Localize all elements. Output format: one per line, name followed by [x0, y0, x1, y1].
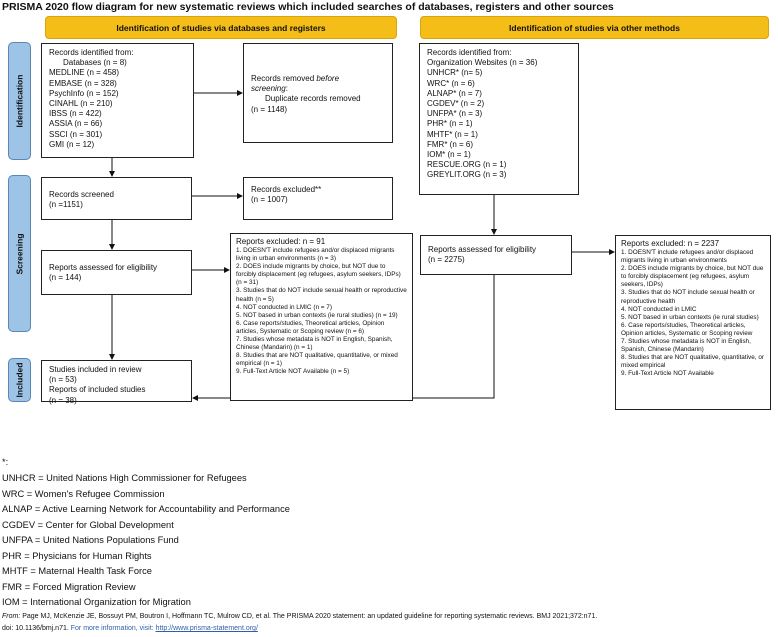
footnote-item: UNFPA = United Nations Populations Fund [2, 535, 179, 545]
duplicates-label: Duplicate records removed [265, 94, 361, 104]
exclusion-reason: 8. Studies that are NOT qualitative, qua… [236, 352, 398, 368]
box-reports-excluded-other: Reports excluded: n = 2237 1. DOESN'T in… [615, 235, 771, 410]
count: (n = 2275) [428, 255, 465, 265]
count: (n = 144) [49, 273, 82, 283]
source-item: IOM* (n = 1) [427, 150, 471, 160]
header-other-label: Identification of studies via other meth… [509, 22, 680, 33]
exclusion-reason: 2. DOES include migrants by choice, but … [621, 265, 764, 289]
source-item: RESCUE.ORG (n = 1) [427, 160, 507, 170]
text: before [316, 74, 340, 83]
source-item: UNFPA* (n = 3) [427, 109, 483, 119]
db-item: GMI (n = 12) [49, 139, 95, 149]
count: (n = 38) [49, 395, 77, 405]
exclusion-reason: 5. NOT based in urban contexts (ie rural… [236, 311, 398, 319]
source-item: GREYLIT.ORG (n = 3) [427, 170, 507, 180]
footnote-item: MHTF = Maternal Health Task Force [2, 566, 152, 576]
box-records-screened: Records screened (n =1151) [41, 177, 192, 220]
count: (n = 53) [49, 375, 77, 385]
source-item: MHTF* (n = 1) [427, 129, 478, 139]
source-item: PHR* (n = 1) [427, 119, 473, 129]
exclusion-reason: 4. NOT conducted in LMIC [621, 305, 697, 313]
label: Records excluded** [251, 185, 322, 194]
count: (n = 1007) [251, 195, 288, 205]
box-other-reports-assessed: Reports assessed for eligibility (n = 22… [420, 235, 572, 275]
db-item: IBSS (n = 422) [49, 109, 102, 119]
box-reports-excluded-db: Reports excluded: n = 91 1. DOESN'T incl… [230, 233, 413, 401]
source-item: ALNAP* (n = 7) [427, 88, 482, 98]
citation-doi-line: doi: 10.1136/bmj.n71. For more informati… [2, 625, 258, 632]
box-reports-assessed: Reports assessed for eligibility (n = 14… [41, 250, 192, 295]
footnote-item: WRC = Women's Refugee Commission [2, 488, 165, 499]
box-records-excluded: Records excluded** (n = 1007) [243, 177, 393, 220]
exclusion-reason: 4. NOT conducted in LMIC (n = 7) [236, 303, 332, 311]
label: Reports of included studies [49, 385, 146, 395]
exclusion-reason: 6. Case reports/studies, Theoretical art… [621, 321, 753, 337]
box-heading: Reports excluded: n = 91 [236, 237, 326, 246]
exclusion-reason: 7. Studies whose metadata is NOT in Engl… [236, 336, 393, 352]
text: Records removed [251, 74, 317, 83]
diagram-title: PRISMA 2020 flow diagram for new systema… [2, 1, 614, 13]
exclusion-reason: 1. DOESN'T include refugees and/or displ… [621, 249, 754, 265]
footnote-item: ALNAP = Active Learning Network for Acco… [2, 504, 290, 514]
exclusion-reason: 9. Full-Text Article NOT Available (n = … [236, 368, 350, 376]
db-item: EMBASE (n = 328) [49, 78, 117, 88]
citation-text: Page MJ, McKenzie JE, Bossuyt PM, Boutro… [20, 613, 598, 620]
exclusion-reason: 1. DOESN'T include refugees and/or displ… [236, 247, 395, 263]
text: screening [251, 84, 286, 94]
source-item: CGDEV* (n = 2) [427, 99, 485, 109]
footnote-item: PHR = Physicians for Human Rights [2, 550, 152, 561]
footnote-item: UNHCR = United Nations High Commissioner… [2, 473, 247, 483]
label: Records screened [49, 190, 114, 199]
label: Reports assessed for eligibility [49, 263, 158, 272]
box-heading: Reports excluded: n = 2237 [621, 239, 720, 248]
databases-count: Databases (n = 8) [63, 58, 127, 68]
citation-from: From: [2, 613, 21, 620]
count: (n =1151) [49, 200, 83, 210]
label: Studies included in review [49, 365, 142, 374]
exclusion-reason: 9. Full-Text Article NOT Available [621, 370, 714, 378]
box-heading: Records identified from: [427, 48, 512, 57]
db-item: ASSIA (n = 66) [49, 119, 103, 129]
box-records-removed: Records removed before screening: Duplic… [243, 43, 393, 143]
header-other-methods: Identification of studies via other meth… [420, 16, 769, 39]
exclusion-reason: 5. NOT based in urban contexts (ie rural… [621, 313, 759, 321]
db-item: SSCI (n = 301) [49, 129, 103, 139]
exclusion-reason: 3. Studies that do NOT include sexual he… [236, 287, 407, 303]
source-item: UNHCR* (n= 5) [427, 68, 483, 78]
footnote-item: CGDEV = Center for Global Development [2, 519, 174, 530]
more-info-label: For more information, visit: [70, 625, 156, 632]
footnote-item: FMR = Forced Migration Review [2, 581, 136, 592]
text: : [285, 84, 288, 94]
box-heading: Records identified from: [49, 48, 134, 57]
source-item: WRC* (n = 6) [427, 78, 475, 88]
box-other-records-identified: Records identified from: Organization We… [419, 43, 579, 195]
db-item: MEDLINE (n = 458) [49, 68, 120, 78]
exclusion-reason: 2. DOES include migrants by choice, but … [236, 263, 401, 287]
duplicates-count: (n = 1148) [251, 104, 288, 114]
footnote-marker: *: [2, 457, 9, 467]
citation-line: From: Page MJ, McKenzie JE, Bossuyt PM, … [2, 613, 597, 620]
box-db-records-identified: Records identified from: Databases (n = … [41, 43, 194, 158]
header-databases: Identification of studies via databases … [45, 16, 397, 39]
phase-included: Included [8, 358, 31, 402]
phase-screening: Screening [8, 175, 31, 332]
db-item: PsychInfo (n = 152) [49, 88, 119, 98]
header-databases-label: Identification of studies via databases … [116, 22, 326, 33]
phase-identification: Identification [8, 42, 31, 160]
source-item: FMR* (n = 6) [427, 139, 474, 149]
source-item: Organization Websites (n = 36) [427, 58, 538, 68]
exclusion-reason: 6. Case reports/studies, Theoretical art… [236, 319, 385, 335]
box-studies-included: Studies included in review (n = 53) Repo… [41, 360, 192, 405]
label: Reports assessed for eligibility [428, 245, 537, 254]
exclusion-reason: 8. Studies that are NOT qualitative, qua… [621, 354, 765, 370]
citation-doi: doi: 10.1136/bmj.n71. [2, 625, 71, 632]
footnote-item: IOM = International Organization for Mig… [2, 597, 191, 607]
prisma-link[interactable]: http://www.prisma-statement.org/ [155, 625, 258, 632]
db-item: CINAHL (n = 210) [49, 99, 113, 109]
exclusion-reason: 7. Studies whose metadata is NOT in Engl… [621, 338, 751, 354]
exclusion-reason: 3. Studies that do NOT include sexual he… [621, 289, 755, 305]
